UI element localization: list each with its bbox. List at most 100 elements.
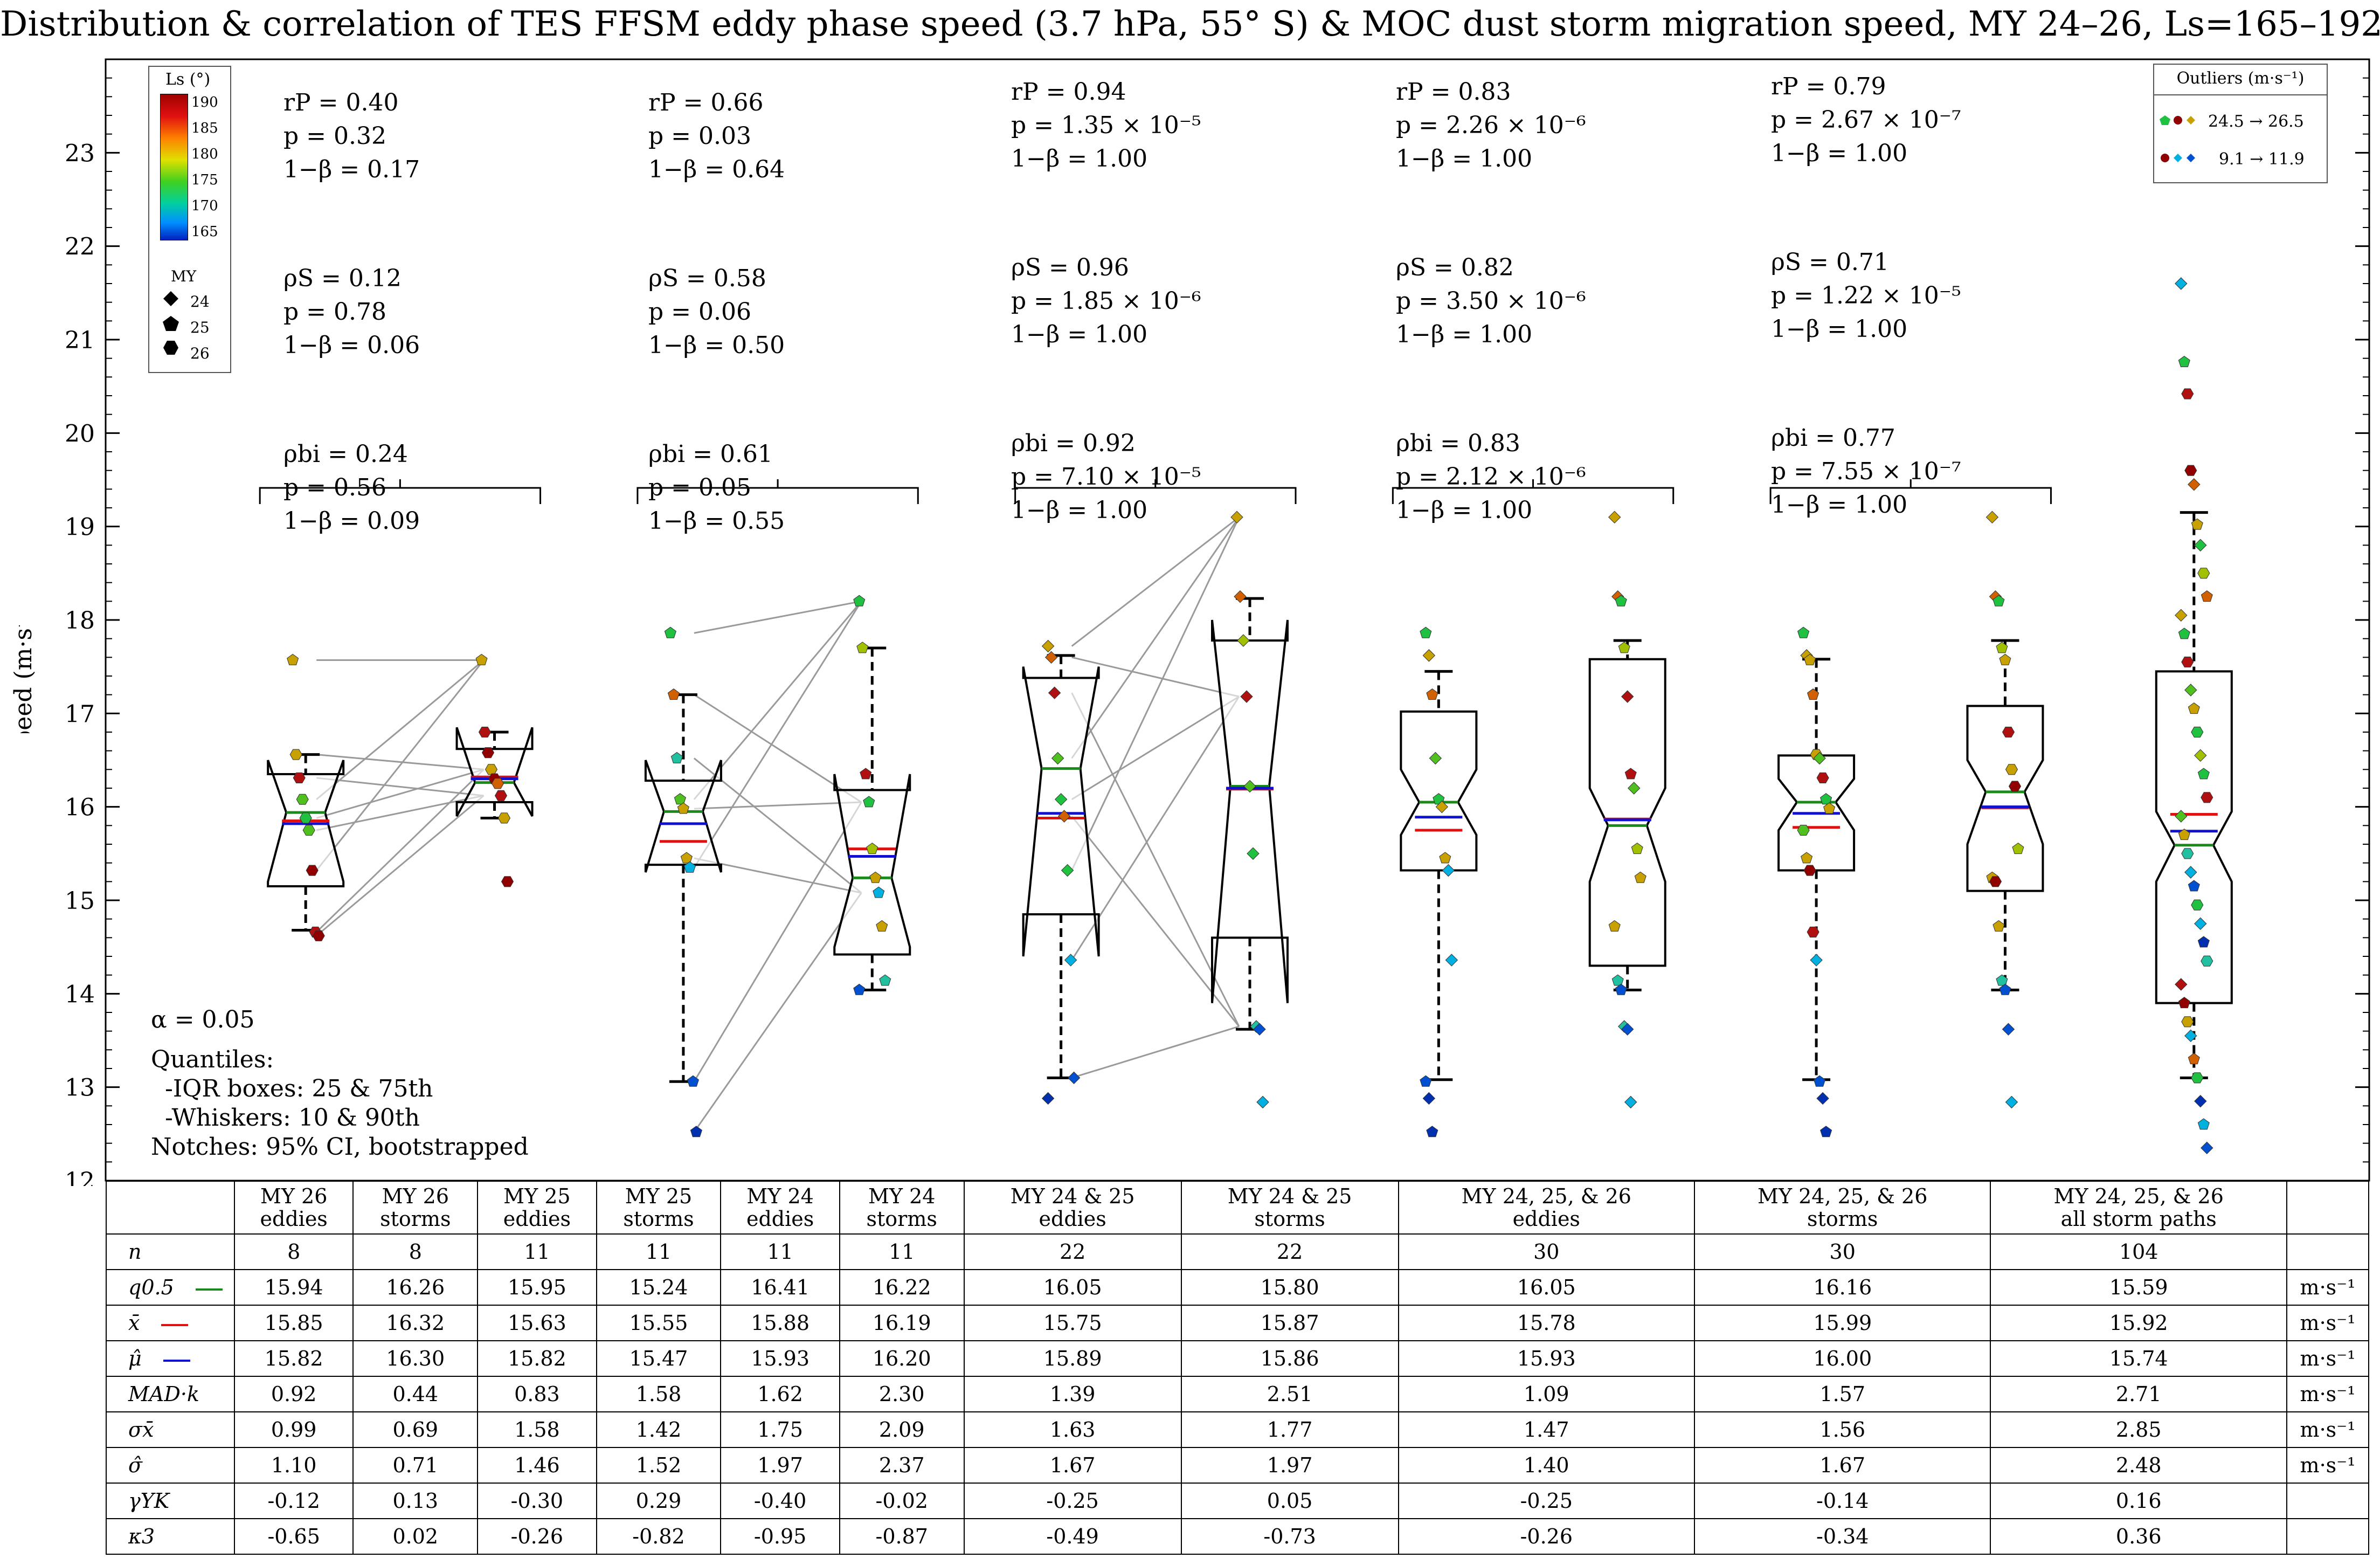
- table-cell: 30: [1694, 1233, 1991, 1270]
- data-point: [2197, 568, 2210, 579]
- table-cell: -0.87: [839, 1518, 965, 1555]
- data-point: [2184, 684, 2197, 697]
- outlier-low-marker: [2161, 154, 2169, 162]
- table-cell: 1.10: [233, 1447, 354, 1484]
- spearman-power: 1−β = 0.06: [283, 332, 420, 359]
- data-point: [1426, 688, 1438, 700]
- data-point: [1992, 920, 2005, 932]
- data-point: [1420, 1075, 1432, 1087]
- table-cell: 2.09: [839, 1411, 965, 1448]
- data-point: [1807, 688, 1819, 700]
- data-point: [2012, 843, 2024, 854]
- table-cell: -0.65: [233, 1518, 354, 1555]
- data-point: [1624, 1095, 1637, 1109]
- notched-box: [1400, 710, 1478, 872]
- data-point: [2178, 628, 2190, 639]
- data-point: [1996, 974, 2008, 986]
- unit-cell: m·s⁻¹: [2286, 1269, 2369, 1306]
- hexagon-icon: [163, 341, 178, 355]
- pair-line: [316, 777, 484, 797]
- y-tick-label: 12: [65, 1168, 95, 1186]
- data-point: [494, 790, 508, 801]
- spearman-p: p = 0.78: [283, 298, 386, 326]
- data-point: [1999, 653, 2011, 665]
- data-point: [1820, 1126, 1832, 1137]
- table-cell: 15.74: [1990, 1340, 2287, 1377]
- unit-cell: m·s⁻¹: [2286, 1340, 2369, 1377]
- y-tick-label: 23: [65, 140, 95, 167]
- y-tick-label: 17: [65, 700, 95, 728]
- chart-title: Distribution & correlation of TES FFSM e…: [0, 4, 2380, 44]
- data-point: [312, 930, 325, 941]
- data-point: [491, 778, 504, 789]
- row-label: q0.5: [106, 1269, 235, 1306]
- data-point: [1628, 782, 1641, 795]
- data-point: [1985, 511, 1999, 524]
- table-cell: 15.63: [477, 1305, 597, 1341]
- table-cell: 16.00: [1694, 1340, 1991, 1377]
- data-point: [2188, 478, 2201, 491]
- row-label: κ3: [106, 1518, 235, 1555]
- data-point: [2188, 880, 2200, 892]
- pearson-power: 1−β = 0.64: [648, 156, 785, 183]
- notched-box: [1022, 666, 1100, 957]
- data-point: [2194, 917, 2207, 930]
- data-point: [2201, 792, 2213, 803]
- data-point: [1804, 653, 1816, 665]
- spearman-rho: ρS = 0.12: [283, 265, 402, 292]
- data-point: [1615, 595, 1627, 606]
- ls-my-legend: Ls (°) 190 185 180 175 170 165 MY 24 25 …: [148, 66, 231, 373]
- data-point: [2181, 848, 2194, 859]
- data-point: [1429, 752, 1442, 765]
- spearman-rho: ρS = 0.71: [1771, 249, 1889, 276]
- table-cell: 8: [352, 1233, 479, 1270]
- pair-line: [316, 659, 485, 871]
- notched-box: [1588, 658, 1666, 967]
- table-cell: 16.05: [963, 1269, 1182, 1306]
- table-cell: 1.58: [477, 1411, 597, 1448]
- pair-bracket: [259, 479, 542, 504]
- data-point: [1253, 1023, 1266, 1036]
- table-cell: 15.93: [1397, 1340, 1696, 1377]
- spearman-p: p = 1.22 × 10⁻⁵: [1771, 282, 1961, 309]
- table-cell: 2.71: [1990, 1376, 2287, 1412]
- biweight-power: 1−β = 1.00: [1771, 491, 1908, 519]
- data-point: [1422, 1092, 1436, 1105]
- pair-line: [1071, 516, 1240, 759]
- pair-line: [316, 769, 485, 933]
- data-point: [2175, 978, 2188, 991]
- data-point: [1608, 511, 1621, 524]
- data-point: [2181, 657, 2194, 667]
- table-cell: 15.89: [963, 1340, 1182, 1377]
- table-cell: 0.83: [477, 1376, 597, 1412]
- table-corner: [106, 1181, 235, 1235]
- table-cell: 1.09: [1397, 1376, 1696, 1412]
- stat-block-my24-25: rP = 0.83 p = 2.26 × 10⁻⁶ 1−β = 1.00 ρS …: [1396, 75, 1586, 527]
- table-cell: 1.58: [596, 1376, 722, 1412]
- stat-block-my25: rP = 0.66 p = 0.03 1−β = 0.64 ρS = 0.58 …: [648, 86, 785, 538]
- outlier-high-marker: [2187, 116, 2195, 125]
- data-point: [1801, 852, 1813, 864]
- table-cell: 16.22: [839, 1269, 965, 1306]
- table-cell: 2.48: [1990, 1447, 2287, 1484]
- table-cell: 0.02: [352, 1518, 479, 1555]
- pearson-p: p = 2.67 × 10⁻⁷: [1771, 106, 1961, 134]
- data-point: [2008, 781, 2022, 792]
- unit-cell: [2286, 1483, 2369, 1519]
- data-point: [856, 642, 869, 653]
- data-point: [2201, 590, 2213, 602]
- row-label: n: [106, 1233, 235, 1270]
- data-point: [293, 772, 306, 783]
- table-cell: 2.30: [839, 1376, 965, 1412]
- unit-cell: [2286, 1518, 2369, 1555]
- table-cell: 11: [839, 1233, 965, 1270]
- table-cell: 15.88: [720, 1305, 840, 1341]
- alpha-label: α = 0.05: [151, 1006, 255, 1033]
- table-cell: 15.85: [233, 1305, 354, 1341]
